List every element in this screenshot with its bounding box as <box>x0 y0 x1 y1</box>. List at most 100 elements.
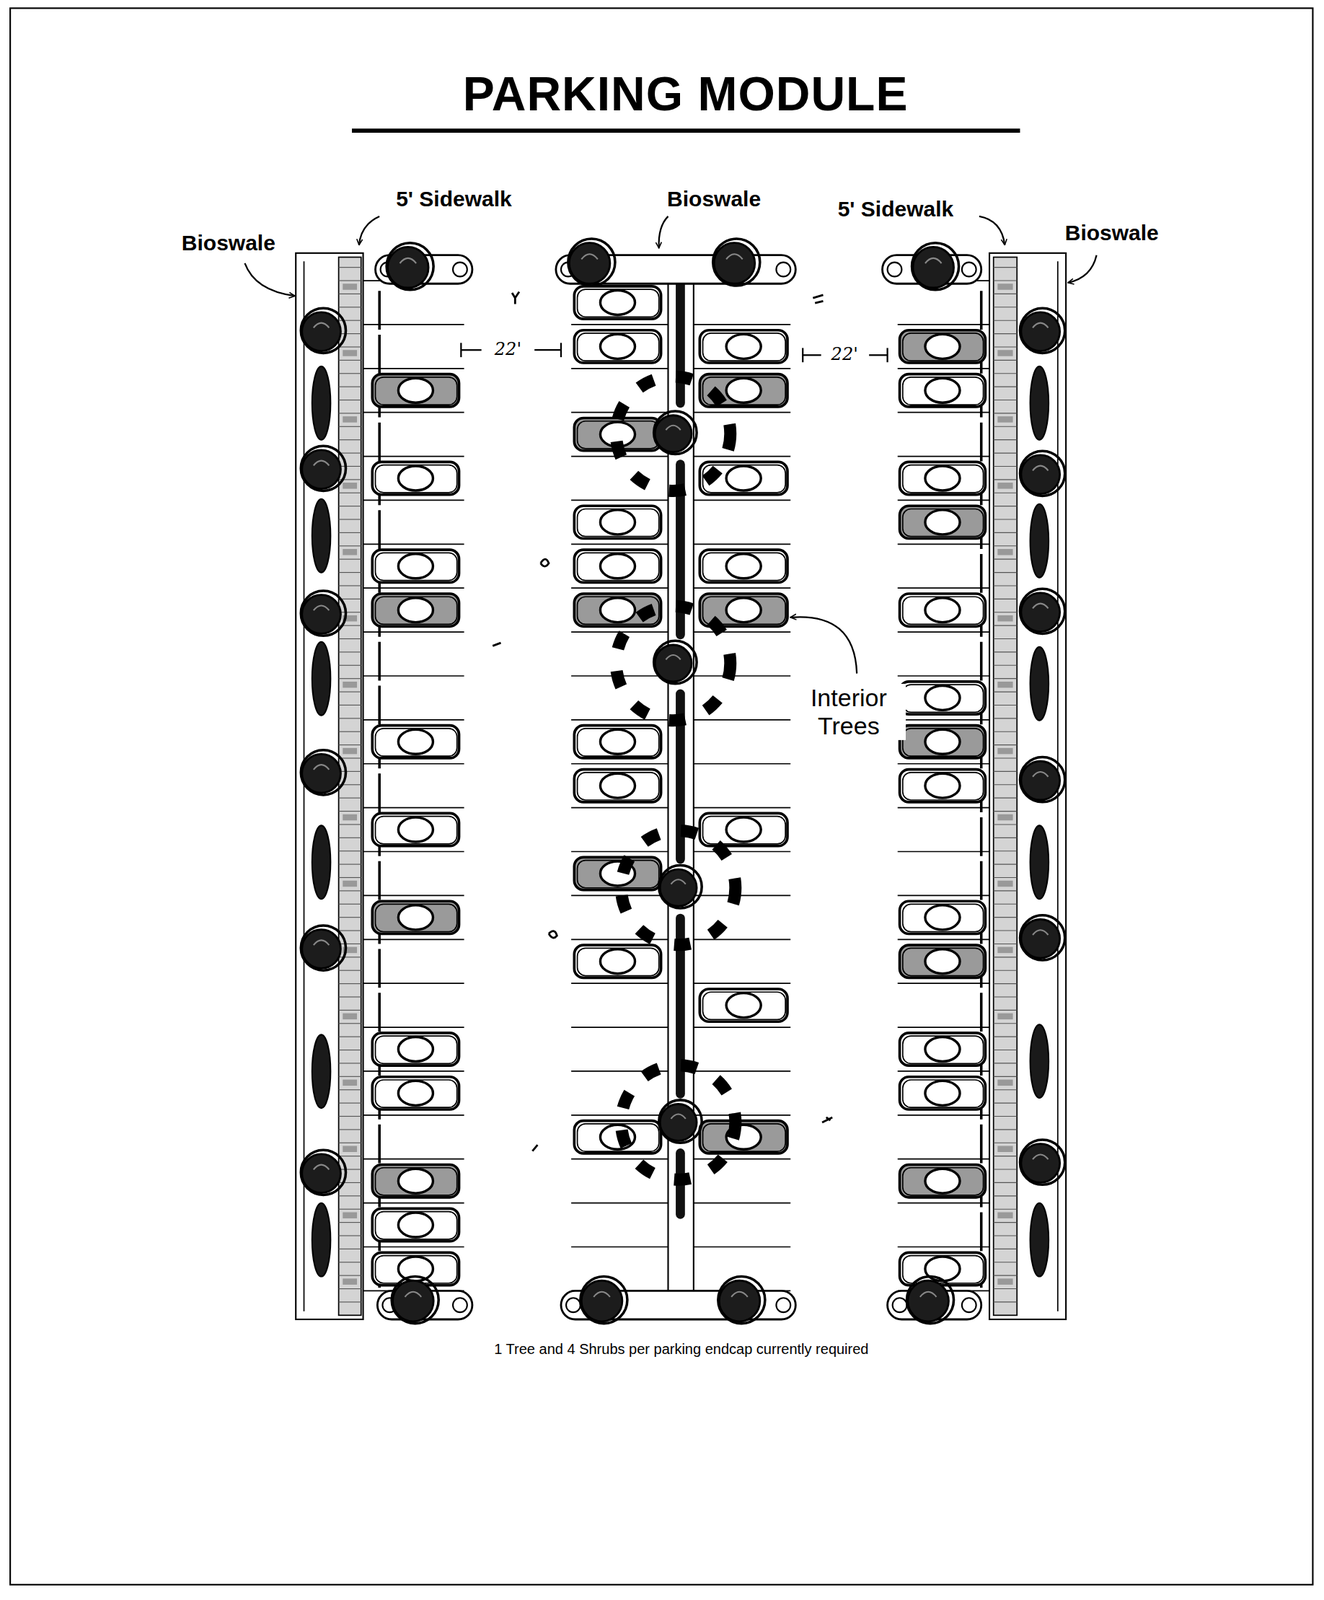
sidewalk-joint <box>993 1036 1018 1037</box>
parked-car <box>899 374 986 407</box>
sidewalk-joint <box>993 744 1018 745</box>
parked-car <box>899 1164 986 1198</box>
car-body <box>899 944 986 978</box>
sidewalk-joint <box>338 995 362 997</box>
stall-line <box>693 762 791 765</box>
sidewalk-speck <box>342 1079 357 1086</box>
sidewalk-joint <box>993 1128 1018 1130</box>
sidewalk-speck <box>997 880 1013 887</box>
sidewalk-joint <box>993 532 1018 533</box>
tree-highlight <box>313 323 330 329</box>
stall-line <box>897 411 990 414</box>
sidewalk-speck <box>342 880 357 887</box>
stall-line <box>693 367 791 370</box>
sidewalk-joint <box>338 359 362 361</box>
sidewalk-joint <box>338 677 362 679</box>
sidewalk-joint <box>338 863 362 865</box>
tree-highlight <box>313 460 330 466</box>
parked-car <box>699 1120 788 1154</box>
tree-sketch-ring <box>300 307 346 353</box>
sidewalk-speck <box>997 1013 1013 1019</box>
stall-line <box>693 674 791 677</box>
car-sketch-line <box>902 947 984 975</box>
sidewalk-joint <box>338 1115 362 1117</box>
sidewalk-speck <box>997 747 1013 754</box>
sidewalk-joint <box>338 293 362 295</box>
tree <box>1019 1139 1065 1185</box>
sidewalk-joint <box>993 929 1018 931</box>
car-roof <box>925 1168 960 1193</box>
sidewalk-joint <box>993 1075 1018 1077</box>
car-roof <box>925 773 960 798</box>
car-body <box>899 725 986 758</box>
sidewalk-joint <box>993 611 1018 613</box>
stall-line <box>897 587 990 589</box>
sidewalk-joint <box>993 651 1018 652</box>
stall-line <box>897 499 990 502</box>
sidewalk-speck <box>997 814 1013 820</box>
sidewalk-joint <box>338 810 362 812</box>
stall-line <box>897 850 990 853</box>
tree <box>1019 757 1065 802</box>
sidewalk-joint <box>993 1221 1018 1223</box>
parked-car <box>372 1076 459 1110</box>
tree <box>300 925 346 970</box>
sidewalk-joint <box>338 982 362 984</box>
sidewalk-joint <box>993 1194 1018 1196</box>
car-sketch-line <box>577 772 660 800</box>
car-body <box>699 812 788 846</box>
car-sketch-line <box>577 860 660 888</box>
car-sketch-line <box>902 333 984 361</box>
parked-car <box>574 549 661 582</box>
tree-sketch-ring <box>391 1276 439 1324</box>
pencil-mark <box>492 642 501 646</box>
sidewalk-joint <box>993 478 1018 480</box>
parked-car <box>899 1076 986 1110</box>
tree-highlight <box>1032 771 1049 777</box>
sidewalk-joint <box>993 876 1018 878</box>
tree-highlight <box>405 1291 422 1297</box>
car-roof <box>925 905 960 930</box>
label-arrow <box>659 216 669 249</box>
sidewalk-speck <box>342 747 357 754</box>
car-sketch-line <box>375 903 458 931</box>
car-body <box>372 374 459 407</box>
pencil-mark <box>812 294 823 303</box>
tree <box>1019 450 1065 496</box>
stall-line <box>693 718 791 721</box>
car-roof <box>398 1212 433 1237</box>
sidewalk-joint <box>338 1274 362 1276</box>
sidewalk-speck <box>342 1145 357 1152</box>
dimension-label: 22' <box>828 343 862 365</box>
stall-line <box>571 718 668 721</box>
sidewalk-joint <box>338 399 362 401</box>
sidewalk-joint <box>338 1168 362 1169</box>
stall-line <box>693 806 791 809</box>
car-body <box>574 549 661 582</box>
sidewalk-joint <box>993 625 1018 626</box>
sidewalk-joint <box>338 1142 362 1143</box>
dimension-line <box>460 349 481 351</box>
sidewalk-joint <box>993 1155 1018 1156</box>
car-body <box>372 725 459 758</box>
sidewalk-joint <box>993 372 1018 374</box>
sidewalk-joint <box>338 850 362 851</box>
sidewalk-speck <box>997 1277 1013 1284</box>
sidewalk-joint <box>993 757 1018 758</box>
car-roof <box>726 817 761 842</box>
bioswale-label: Bioswale <box>181 230 276 257</box>
stall-line <box>693 1114 791 1116</box>
car-sketch-line <box>375 377 458 405</box>
endcap-shrub <box>452 262 468 277</box>
parked-car <box>899 681 986 714</box>
stall-line <box>693 850 791 853</box>
sidewalk-joint <box>993 956 1018 957</box>
bioswale-planting <box>312 1034 331 1108</box>
stall-line <box>897 894 990 897</box>
car-body <box>372 1076 459 1110</box>
car-sketch-line <box>902 465 984 493</box>
sidewalk-joint <box>338 1234 362 1236</box>
car-roof <box>398 553 433 579</box>
sidewalk-joint <box>993 943 1018 944</box>
tree-sketch-ring <box>580 1276 628 1324</box>
